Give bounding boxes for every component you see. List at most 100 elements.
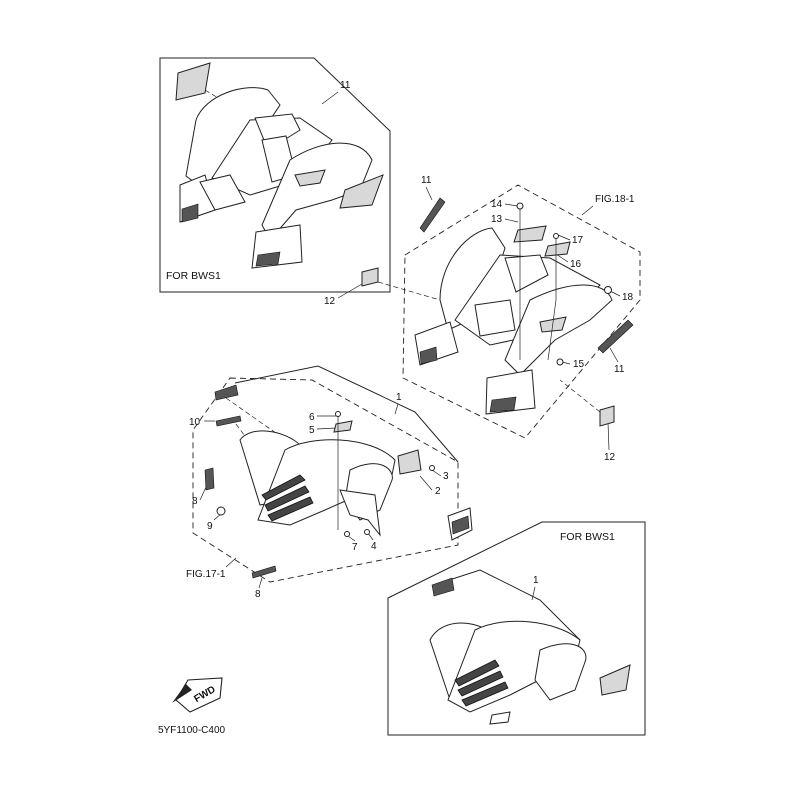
leader-line (504, 218, 519, 223)
rear-fender-drawing (361, 197, 634, 427)
leader-line (607, 421, 610, 451)
screw-7 (344, 531, 350, 537)
rear-fender-drawing (175, 62, 384, 269)
leader-line (531, 586, 536, 601)
callout-12: 12 (324, 296, 336, 307)
callout-1: 1 (533, 575, 539, 586)
rear-fender-assembly: FIG.18-1 11 14 13 17 16 18 12 15 11 12 (324, 175, 641, 463)
leader-line (609, 347, 619, 363)
screw-17 (553, 233, 559, 239)
nut-15 (556, 358, 564, 366)
fender-outline-top (234, 365, 459, 463)
leader-line (504, 203, 519, 207)
reflector (451, 515, 470, 535)
decal (175, 62, 211, 101)
front-fender-drawing (204, 384, 473, 579)
leader-line (609, 290, 621, 297)
leader-line (394, 403, 399, 415)
callout-8: 8 (255, 589, 261, 600)
reflector (419, 346, 438, 365)
callout-11: 11 (340, 80, 351, 91)
strip-8-lower (251, 565, 277, 579)
bws1-caption: FOR BWS1 (166, 270, 221, 282)
side-strip-decal (339, 174, 384, 209)
callout-14: 14 (491, 199, 503, 210)
arrow-head (172, 684, 192, 703)
leader-line (425, 186, 433, 201)
leader-line (316, 427, 337, 430)
callout-15: 15 (573, 359, 585, 370)
drawing-code: 5YF1100-C400 (158, 725, 226, 736)
vent-slats (261, 474, 314, 522)
decal-2 (397, 449, 422, 475)
callout-6: 6 (309, 412, 315, 423)
fig-ref: FIG.18-1 (595, 194, 635, 205)
leader-line (559, 379, 601, 413)
callout-11: 11 (421, 175, 432, 186)
callout-17: 17 (572, 235, 584, 246)
leader-line (557, 234, 571, 241)
storage-tray (474, 299, 516, 337)
screw-line (547, 236, 557, 361)
callout-11: 11 (614, 364, 625, 375)
leader-line (431, 469, 442, 477)
callout-7: 7 (352, 542, 358, 553)
right-fender-panel (261, 142, 373, 241)
grommet-9 (216, 506, 226, 516)
leader-line (258, 577, 263, 589)
leader-line (321, 91, 339, 105)
callout-1: 1 (396, 392, 402, 403)
decal-12 (361, 267, 379, 287)
strip-10 (215, 415, 242, 427)
nut-4 (364, 529, 370, 535)
box-frame (387, 521, 646, 736)
lower-trim (489, 711, 511, 725)
assembly-outline (192, 377, 459, 583)
mount-bracket (339, 489, 381, 537)
vent-slats (454, 659, 509, 707)
callout-8: 8 (192, 496, 198, 507)
side-decal (599, 664, 631, 696)
center-hood (447, 620, 581, 713)
assembly-outline (402, 184, 641, 439)
vent (294, 169, 326, 187)
decal-16 (544, 241, 571, 257)
fender-outline-top (439, 569, 581, 641)
callout-16: 16 (570, 259, 582, 270)
callout-10: 10 (189, 417, 201, 428)
callout-18: 18 (622, 292, 634, 303)
front-fender-assembly: 1 10 6 5 3 2 8 9 7 4 FIG.17-1 8 (186, 365, 473, 600)
leader-line (337, 283, 363, 299)
clip-14 (516, 202, 524, 210)
box-frame (159, 57, 391, 293)
storage-well (504, 254, 549, 293)
callout-12: 12 (604, 452, 616, 463)
reflector (489, 396, 517, 413)
grommet-18 (604, 286, 612, 294)
bws1-front-fender-drawing (429, 577, 631, 725)
strip-8 (204, 467, 215, 491)
callout-2: 2 (435, 486, 441, 497)
bracket (214, 384, 239, 401)
leader-line (581, 205, 594, 216)
leader-line (377, 281, 441, 301)
callout-13: 13 (491, 214, 503, 225)
center-hood (257, 439, 396, 526)
lower-panel (199, 174, 246, 211)
right-fender-panel (534, 643, 587, 701)
side-strip (597, 319, 634, 354)
decal-13 (513, 225, 547, 243)
decal-12 (599, 405, 615, 427)
bws1-rear-fender-box: FOR BWS1 11 (159, 57, 391, 293)
leader-line (347, 535, 356, 542)
bracket (431, 577, 455, 597)
clip-6 (335, 411, 341, 417)
decal-5 (333, 420, 353, 433)
fig-ref: FIG.17-1 (186, 569, 226, 580)
reflector (181, 203, 199, 223)
clip-3 (429, 465, 435, 471)
callout-4: 4 (371, 541, 377, 552)
callout-3: 3 (443, 471, 449, 482)
fwd-badge: FWD (172, 677, 223, 713)
